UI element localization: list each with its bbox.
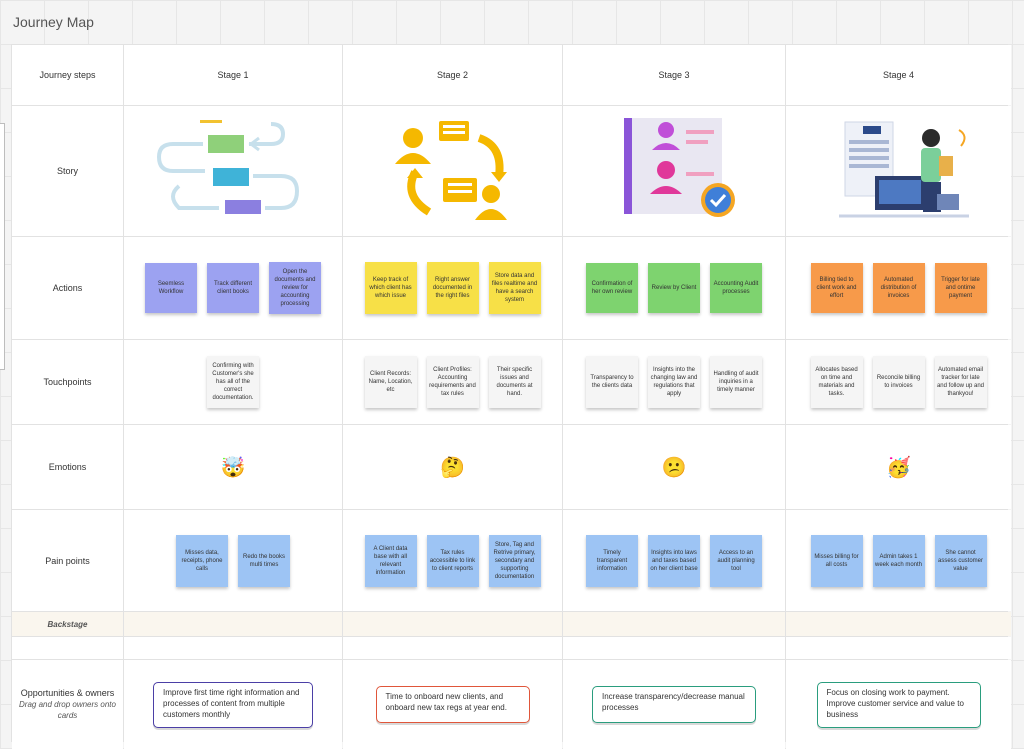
spacer-cell bbox=[12, 637, 123, 659]
row-label-pain-points: Pain points bbox=[12, 510, 123, 611]
sticky-note[interactable]: Client Records: Name, Location, etc bbox=[364, 356, 417, 408]
opportunity-card[interactable]: Focus on closing work to payment. Improv… bbox=[816, 681, 981, 728]
row-label-emotions: Emotions bbox=[12, 425, 123, 509]
sticky-note[interactable]: Track different client books bbox=[207, 263, 259, 313]
opportunity-card[interactable]: Improve first time right information and… bbox=[153, 681, 313, 728]
sticky-note[interactable]: Access to an audit planning tool bbox=[710, 534, 762, 587]
sticky-note[interactable]: Trigger for late and ontime payment bbox=[934, 263, 987, 313]
page-title: Journey Map bbox=[13, 14, 94, 30]
story-stage-3[interactable] bbox=[563, 106, 785, 236]
sticky-note[interactable]: Open the documents and review for accoun… bbox=[269, 262, 321, 314]
sticky-note[interactable]: Insights into laws and taxes based on he… bbox=[648, 534, 700, 587]
workflow-arrows-icon bbox=[156, 120, 300, 214]
sticky-note[interactable]: Their specific issues and documents at h… bbox=[488, 356, 541, 408]
opportunities-stage-4: Focus on closing work to payment. Improv… bbox=[786, 660, 1011, 749]
people-chat-cycle-icon bbox=[394, 121, 507, 220]
left-panel-edge bbox=[0, 123, 5, 370]
actions-stage-3: Confirmation of her own review Review by… bbox=[563, 237, 785, 339]
spacer-cell bbox=[563, 637, 785, 659]
row-label-actions: Actions bbox=[12, 237, 123, 339]
sticky-note[interactable]: Seemless Workflow bbox=[145, 263, 197, 313]
stage-2-header[interactable]: Stage 2 bbox=[343, 45, 562, 105]
story-stage-2[interactable] bbox=[343, 106, 562, 236]
thinking-face-emoji-icon[interactable]: 🤔 bbox=[440, 456, 465, 479]
touchpoints-stage-1: Confirming with Customer's she has all o… bbox=[124, 340, 342, 424]
spacer-cell bbox=[786, 637, 1011, 659]
stage-3-header[interactable]: Stage 3 bbox=[563, 45, 785, 105]
sticky-note[interactable]: A Client data base with all relevant inf… bbox=[364, 534, 417, 587]
sticky-note[interactable]: Misses billing for all costs bbox=[810, 534, 863, 587]
spacer-cell bbox=[124, 637, 342, 659]
exploding-head-emoji-icon[interactable]: 🤯 bbox=[220, 456, 246, 479]
row-label-opportunities: Opportunities & owners Drag and drop own… bbox=[12, 660, 123, 749]
party-face-emoji-icon[interactable]: 🥳 bbox=[886, 456, 911, 479]
sticky-note[interactable]: Right answer documented in the right fil… bbox=[426, 262, 479, 314]
sticky-note[interactable]: She cannot assess customer value bbox=[934, 534, 987, 587]
backstage-stage-2[interactable] bbox=[343, 612, 562, 636]
opportunities-hint: Drag and drop owners onto cards bbox=[19, 700, 116, 720]
woman-billing-desk-icon bbox=[838, 121, 969, 218]
pain-points-stage-4: Misses billing for all costs Admin takes… bbox=[786, 510, 1011, 611]
sticky-note[interactable]: Automated email tracker for late and fol… bbox=[934, 356, 987, 408]
row-label-story: Story bbox=[12, 106, 123, 236]
sticky-note[interactable]: Confirming with Customer's she has all o… bbox=[207, 356, 259, 408]
sticky-note[interactable]: Timely transparent information bbox=[586, 534, 638, 587]
row-label-touchpoints: Touchpoints bbox=[12, 340, 123, 424]
sticky-note[interactable]: Reconcile billing to invoices bbox=[872, 356, 925, 408]
opportunity-card[interactable]: Time to onboard new clients, and onboard… bbox=[375, 686, 530, 723]
backstage-stage-3[interactable] bbox=[563, 612, 785, 636]
opportunity-card[interactable]: Increase transparency/decrease manual pr… bbox=[592, 686, 756, 723]
sticky-note[interactable]: Insights into the changing law and regul… bbox=[648, 356, 700, 408]
sticky-note[interactable]: Handling of audit inquiries in a timely … bbox=[710, 356, 762, 408]
opportunities-title: Opportunities & owners bbox=[20, 688, 115, 698]
emotions-stage-3: 😕 bbox=[563, 425, 785, 509]
backstage-stage-4[interactable] bbox=[786, 612, 1011, 636]
sticky-note[interactable]: Admin takes 1 week each month bbox=[872, 534, 925, 587]
sticky-note[interactable]: Allocates based on time and materials an… bbox=[810, 356, 863, 408]
opportunities-stage-3: Increase transparency/decrease manual pr… bbox=[563, 660, 785, 749]
row-label-backstage: Backstage bbox=[12, 612, 123, 636]
opportunities-stage-1: Improve first time right information and… bbox=[124, 660, 342, 749]
sticky-note[interactable]: Accounting Audit processes bbox=[710, 263, 762, 313]
sticky-note[interactable]: Billing tied to client work and effort bbox=[810, 263, 863, 313]
profile-checklist-icon bbox=[624, 118, 735, 217]
story-stage-4[interactable] bbox=[786, 106, 1011, 236]
sticky-note[interactable]: Tax rules accessible to link to client r… bbox=[426, 534, 479, 587]
sticky-note[interactable]: Confirmation of her own review bbox=[586, 263, 638, 313]
pain-points-stage-3: Timely transparent information Insights … bbox=[563, 510, 785, 611]
actions-stage-4: Billing tied to client work and effort A… bbox=[786, 237, 1011, 339]
touchpoints-stage-2: Client Records: Name, Location, etc Clie… bbox=[343, 340, 562, 424]
spacer-cell bbox=[343, 637, 562, 659]
pain-points-stage-2: A Client data base with all relevant inf… bbox=[343, 510, 562, 611]
row-label-journey-steps: Journey steps bbox=[12, 45, 123, 105]
sticky-note[interactable]: Client Profiles: Accounting requirements… bbox=[426, 356, 479, 408]
stage-1-header[interactable]: Stage 1 bbox=[124, 45, 342, 105]
story-stage-1[interactable] bbox=[124, 106, 342, 236]
emotions-stage-4: 🥳 bbox=[786, 425, 1011, 509]
sticky-note[interactable]: Keep track of which client has which iss… bbox=[364, 262, 417, 314]
actions-stage-1: Seemless Workflow Track different client… bbox=[124, 237, 342, 339]
sticky-note[interactable]: Redo the books multi times bbox=[238, 534, 290, 587]
emotions-stage-2: 🤔 bbox=[343, 425, 562, 509]
sticky-note[interactable]: Automated distribution of invoices bbox=[872, 263, 925, 313]
stage-4-header[interactable]: Stage 4 bbox=[786, 45, 1011, 105]
confused-face-emoji-icon[interactable]: 😕 bbox=[661, 456, 687, 479]
sticky-note[interactable]: Transparency to the clients data bbox=[586, 356, 638, 408]
sticky-note[interactable]: Store data and files realtime and have a… bbox=[488, 262, 541, 314]
sticky-note[interactable]: Store, Tag and Retrive primary, secondar… bbox=[488, 534, 541, 587]
sticky-note[interactable]: Review by Client bbox=[648, 263, 700, 313]
touchpoints-stage-4: Allocates based on time and materials an… bbox=[786, 340, 1011, 424]
emotions-stage-1: 🤯 bbox=[124, 425, 342, 509]
sticky-note[interactable]: Misses data, receipts, phone calls bbox=[176, 534, 228, 587]
opportunities-stage-2: Time to onboard new clients, and onboard… bbox=[343, 660, 562, 749]
actions-stage-2: Keep track of which client has which iss… bbox=[343, 237, 562, 339]
backstage-stage-1[interactable] bbox=[124, 612, 342, 636]
pain-points-stage-1: Misses data, receipts, phone calls Redo … bbox=[124, 510, 342, 611]
touchpoints-stage-3: Transparency to the clients data Insight… bbox=[563, 340, 785, 424]
journey-map-board: Journey steps Stage 1 Stage 2 Stage 3 St… bbox=[11, 44, 1011, 749]
